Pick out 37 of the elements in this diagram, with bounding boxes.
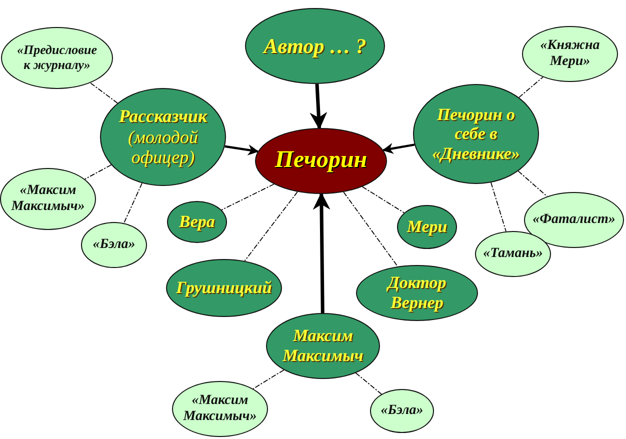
node-title: «Бэла» xyxy=(380,402,424,420)
ellipse-node xyxy=(397,205,457,249)
node-subtitle: (молодой офицер) xyxy=(127,126,199,168)
node-title: Автор … ? xyxy=(262,34,368,58)
node-title: Максим Максимыч xyxy=(282,326,364,366)
connector-line xyxy=(518,170,548,197)
node-title: Печорин о себе в «Дневнике» xyxy=(431,104,521,164)
node-title: Грушницкий xyxy=(175,278,273,298)
node-title: «Княжна Мери» xyxy=(539,38,601,70)
connector-line xyxy=(490,182,506,232)
story-ellipse xyxy=(0,168,96,230)
node-title: Доктор Вернер xyxy=(386,273,448,313)
connector-line xyxy=(84,164,112,180)
node-title: «Предисловие к журналу» xyxy=(16,43,98,73)
arrow xyxy=(224,144,259,156)
node-title: «Фаталист» xyxy=(532,212,616,228)
node-title: «Максим Максимыч» xyxy=(10,182,86,216)
connector-line xyxy=(124,182,142,224)
connector-line xyxy=(362,186,405,214)
node-title: Вера xyxy=(178,212,216,232)
node-title: Рассказчик xyxy=(118,106,208,127)
node-title: «Тамань» xyxy=(482,246,544,262)
arrow xyxy=(310,84,328,130)
connector-line xyxy=(518,76,544,98)
connector-line xyxy=(343,192,398,267)
connector-line xyxy=(252,370,284,390)
node-title: «Максим Максимыч» xyxy=(182,392,258,426)
arrow xyxy=(312,192,330,314)
arrow xyxy=(382,143,415,154)
node-title: Печорин xyxy=(274,147,368,175)
connector-line xyxy=(221,184,274,210)
connector-line xyxy=(244,191,298,262)
ellipse-node xyxy=(167,201,227,243)
node-title: «Бэла» xyxy=(92,236,136,254)
connector-line xyxy=(355,372,382,395)
connector-line xyxy=(90,82,118,104)
node-title: Мери xyxy=(406,217,448,237)
